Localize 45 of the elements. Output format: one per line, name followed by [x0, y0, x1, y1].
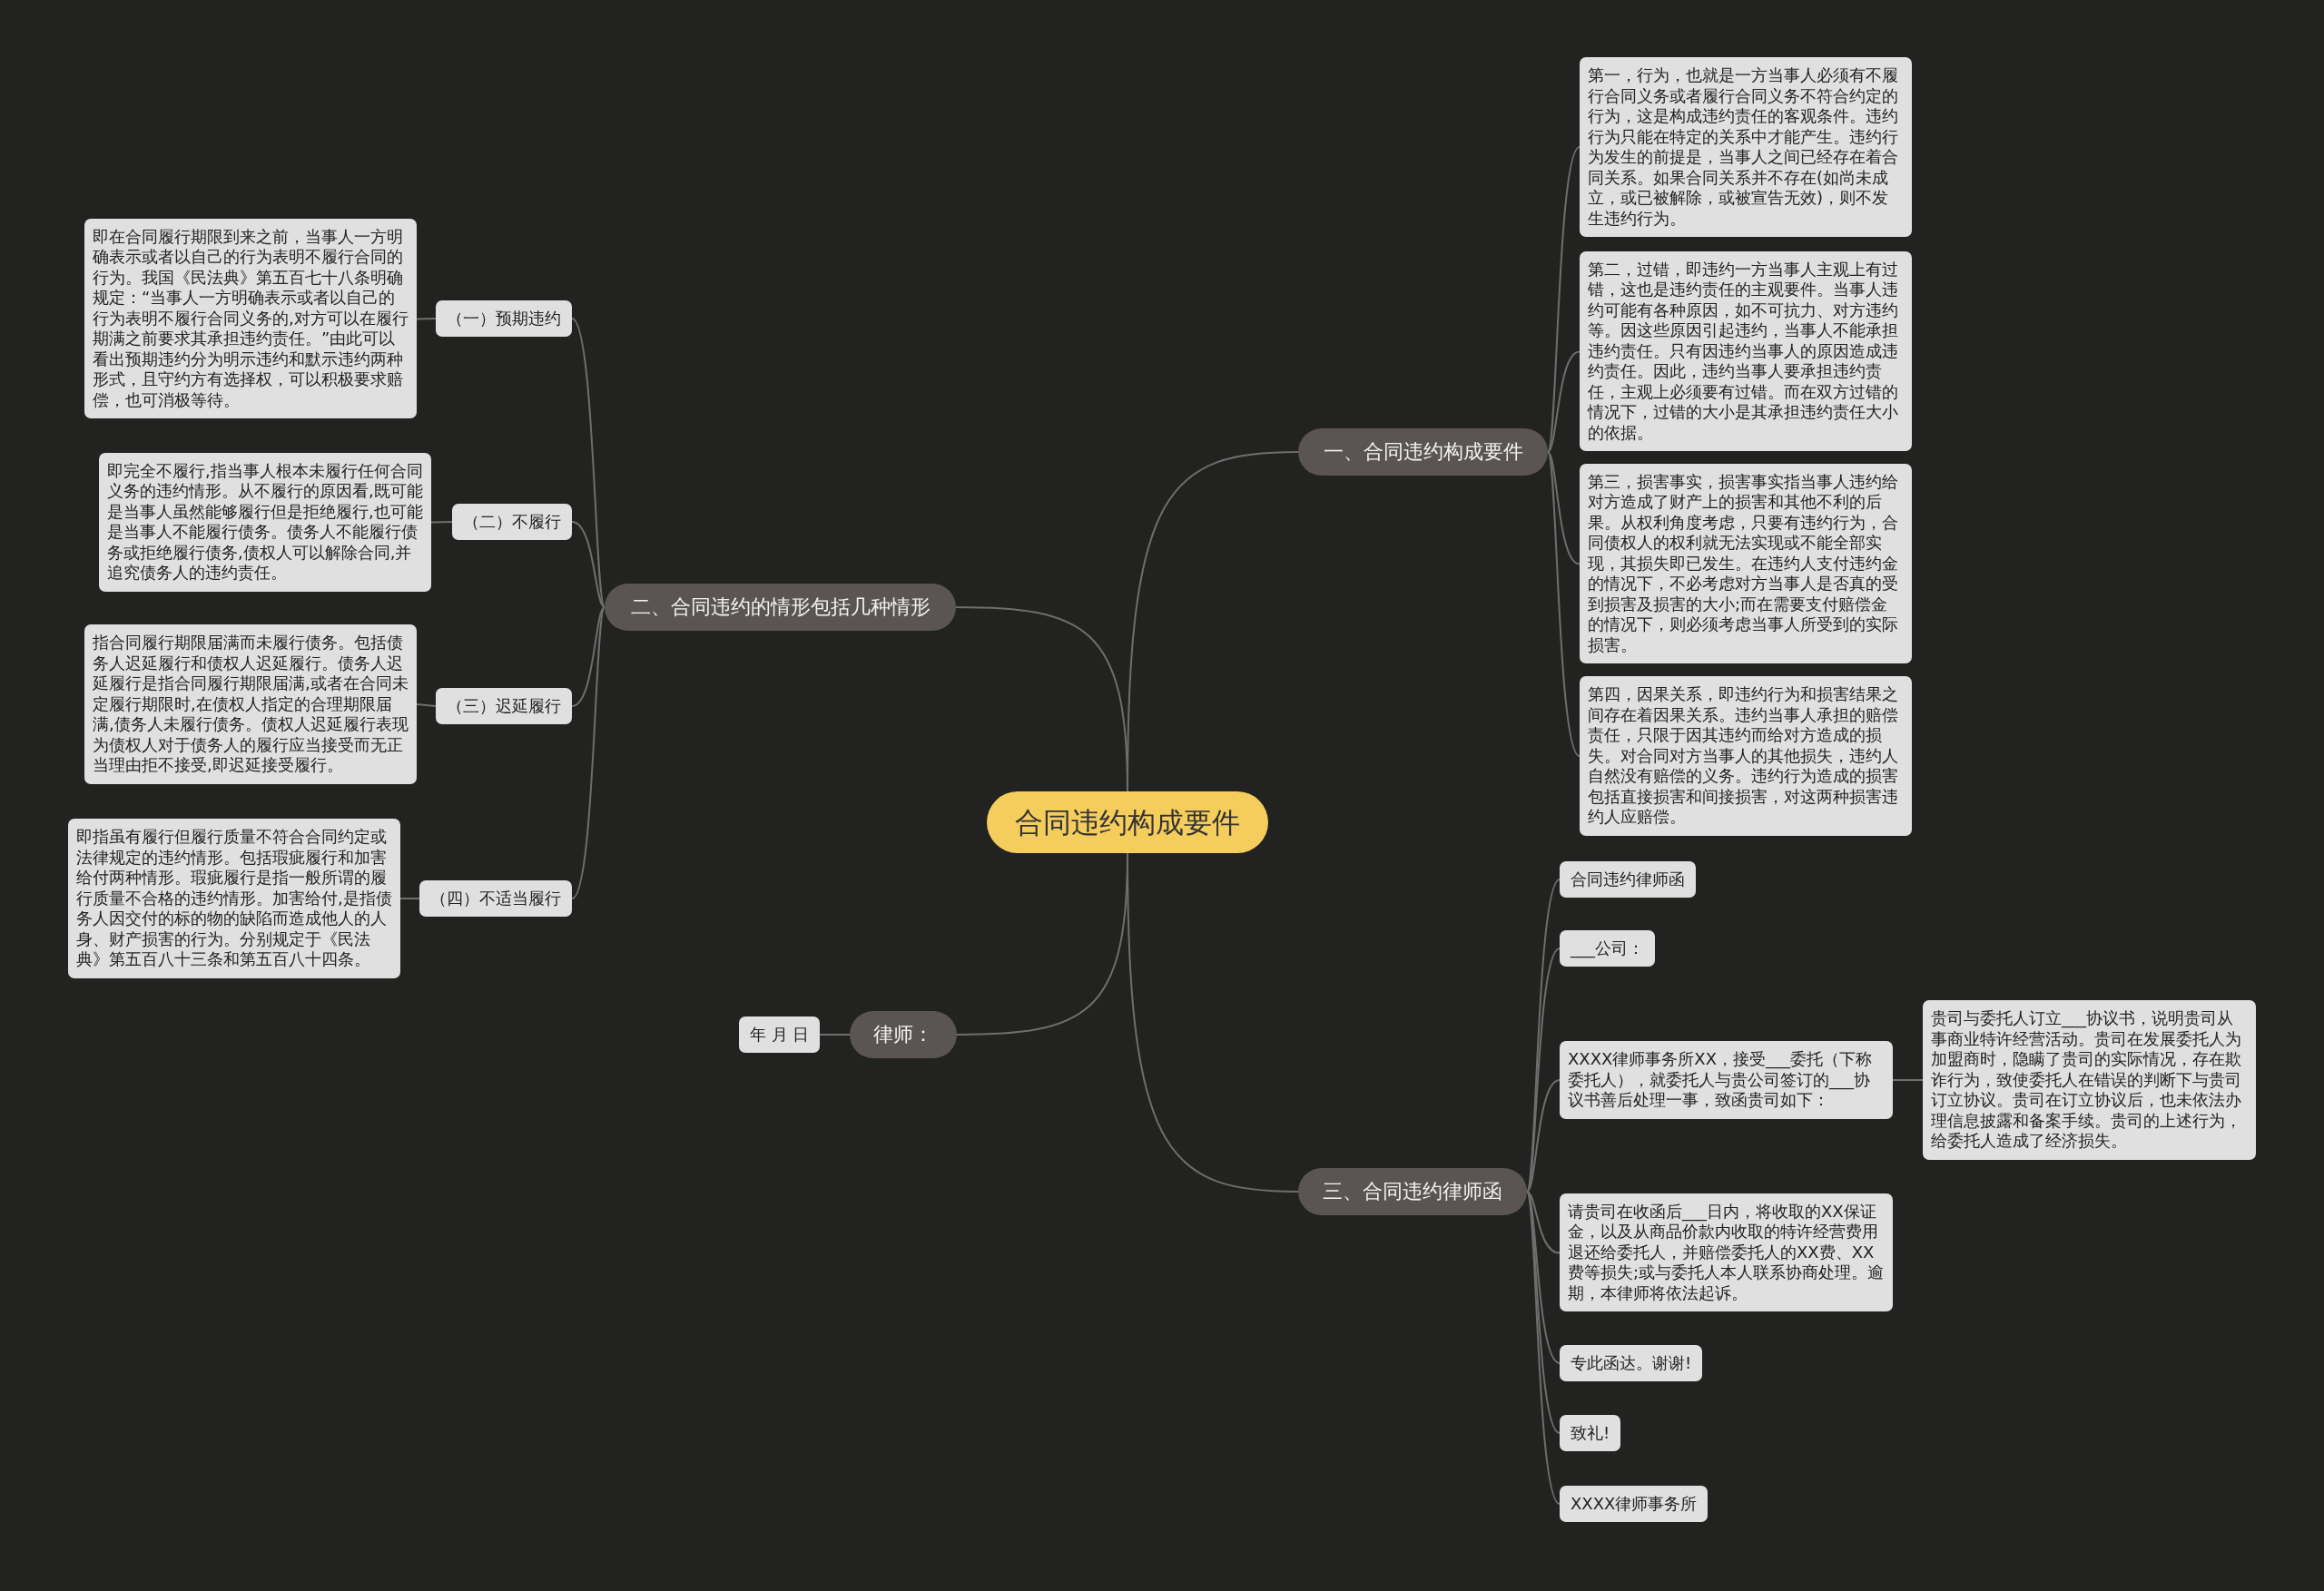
subtopic-box: （三）迟延履行 — [436, 688, 572, 724]
connector — [571, 521, 606, 608]
note-box: 即完全不履行,指当事人根本未履行任何合同义务的违约情形。从不履行的原因看,既可能是当事人虽然能够履行但是拒绝履行,也可能是当事人不能履行债务。债务人不能履行债务或拒绝履行债务,债权人可以解除合同,并追究债务人的违约责任。 — [99, 452, 431, 592]
connector — [430, 521, 453, 524]
connector — [399, 898, 420, 899]
subtopic-box: 专此函达。谢谢! — [1560, 1345, 1703, 1381]
connector — [416, 318, 437, 320]
subtopic-box: 合同违约律师函 — [1560, 861, 1696, 898]
note-box: XXXX律师事务所XX，接受___委托（下称委托人），就委托人与贵公司签订的___协议书善后处理一事，致函贵司如下： — [1560, 1041, 1893, 1119]
central-topic: 合同违约构成要件 — [987, 791, 1268, 853]
connector — [1547, 146, 1581, 453]
branch-topic: 律师： — [850, 1011, 957, 1058]
connector — [1547, 451, 1581, 757]
connector — [1526, 1079, 1561, 1193]
subtopic-box: 致礼! — [1560, 1415, 1621, 1451]
note-box: 即在合同履行期限到来之前，当事人一方明确表示或者以自己的行为表明不履行合同的行为。我国《民法典》第五百七十八条明确规定：“当事人一方明确表示或者以自己的行为表明不履行合同义务的,对方可以在履行期满之前要求其承担违约责任。”由此可以看出预期违约分为明示违约和默示违约两种形式，且守约方有选择权，可以积极要求赔偿，也可消极等待。 — [84, 218, 417, 418]
connector — [819, 1034, 851, 1036]
connector — [1547, 451, 1581, 565]
note-box: 第一，行为，也就是一方当事人必须有不履行合同义务或者履行合同义务不符合约定的行为，这是构成违约责任的客观条件。违约行为只能在特定的关系中才能产生。违约行为发生的前提是，当事人之间已经存在着合同关系。如果合同关系并不存在(如尚未成立，或已被解除，或被宣告无效)，则不发生违约行为。 — [1580, 57, 1912, 237]
note-box: 请贵司在收函后___日内，将收取的XX保证金，以及从商品价款内收取的特许经营费用退还给委托人，并赔偿委托人的XX费、XX费等损失;或与委托人本人联系协商处理。逾期，本律师将依法起诉。 — [1560, 1193, 1893, 1311]
subtopic-box: （四）不适当履行 — [419, 880, 572, 917]
connector — [571, 318, 606, 608]
note-box: 第四，因果关系，即违约行为和损害结果之间存在着因果关系。违约当事人承担的赔偿责任，只限于因其违约而给对方造成的损失。对合同对方当事人的其他损失，违约人自然没有赔偿的义务。违约行为造成的损害包括直接损害和间接损害，对这两种损害违约人应赔偿。 — [1580, 676, 1912, 836]
connector — [956, 852, 1128, 1036]
subtopic-box: XXXX律师事务所 — [1560, 1486, 1709, 1522]
branch-topic: 二、合同违约的情形包括几种情形 — [605, 584, 956, 631]
subtopic-box: （二）不履行 — [452, 504, 572, 540]
connector — [416, 703, 437, 707]
connector — [571, 606, 606, 707]
connector — [1526, 1191, 1561, 1364]
subtopic-box: 年 月 日 — [739, 1016, 821, 1053]
note-box: 第二，过错，即违约一方当事人主观上有过错，这也是违约责任的主观要件。当事人违约可能有各种原因，如不可抗力、对方违约等。因这些原因引起违约，当事人不能承担违约责任。只有因违约当事人的原因造成违约责任。因此，违约当事人要承担违约责任，主观上必须要有过错。而在双方过错的情况下，过错的大小是其承担违约责任大小的依据。 — [1580, 250, 1912, 451]
branch-topic: 一、合同违约构成要件 — [1298, 428, 1548, 476]
connector — [1892, 1079, 1924, 1081]
connector — [1526, 1191, 1561, 1254]
note-box: 贵司与委托人订立___协议书，说明贵司从事商业特许经营活动。贵司在发展委托人为加盟商时，隐瞒了贵司的实际情况，存在欺诈行为，致使委托人在错误的判断下与贵司订立协议。贵司在订立协议后，也未依法办理信息披露和备案手续。贵司的上述行为，给委托人造成了经济损失。 — [1923, 1000, 2256, 1160]
connector — [1547, 350, 1581, 453]
subtopic-box: ___公司： — [1560, 930, 1655, 967]
note-box: 指合同履行期限届满而未履行债务。包括债务人迟延履行和债权人迟延履行。债务人迟延履行是指合同履行期限届满,或者在合同未定履行期限时,在债权人指定的合理期限届满,债务人未履行债务。债权人迟延履行表现为债权人对于债务人的履行应当接受而无正当理由拒不接受,即迟延接受履行。 — [84, 624, 417, 784]
subtopic-box: （一）预期违约 — [436, 300, 572, 337]
connector — [955, 606, 1128, 792]
branch-topic: 三、合同违约律师函 — [1298, 1168, 1527, 1215]
note-box: 第三，损害事实，损害事实指当事人违约给对方造成了财产上的损害和其他不利的后果。从权利角度考虑，只要有违约行为，合同债权人的权利就无法实现或不能全部实现，其损失即已发生。在违约人支付违约金的情况下，不必考虑对方当事人是否真的受到损害及损害的大小;而在需要支付赔偿金的情况下，则必须考虑当事人所受到的实际损害。 — [1580, 463, 1912, 663]
note-box: 即指虽有履行但履行质量不符合合同约定或法律规定的违约情形。包括瑕疵履行和加害给付两种情形。瑕疵履行是指一般所谓的履行质量不合格的违约情形。加害给付,是指债务人因交付的标的物的缺陷而造成他人的人身、财产损害的行为。分别规定于《民法典》第五百八十三条和第五百八十四条。 — [68, 819, 400, 978]
connector — [571, 606, 606, 899]
